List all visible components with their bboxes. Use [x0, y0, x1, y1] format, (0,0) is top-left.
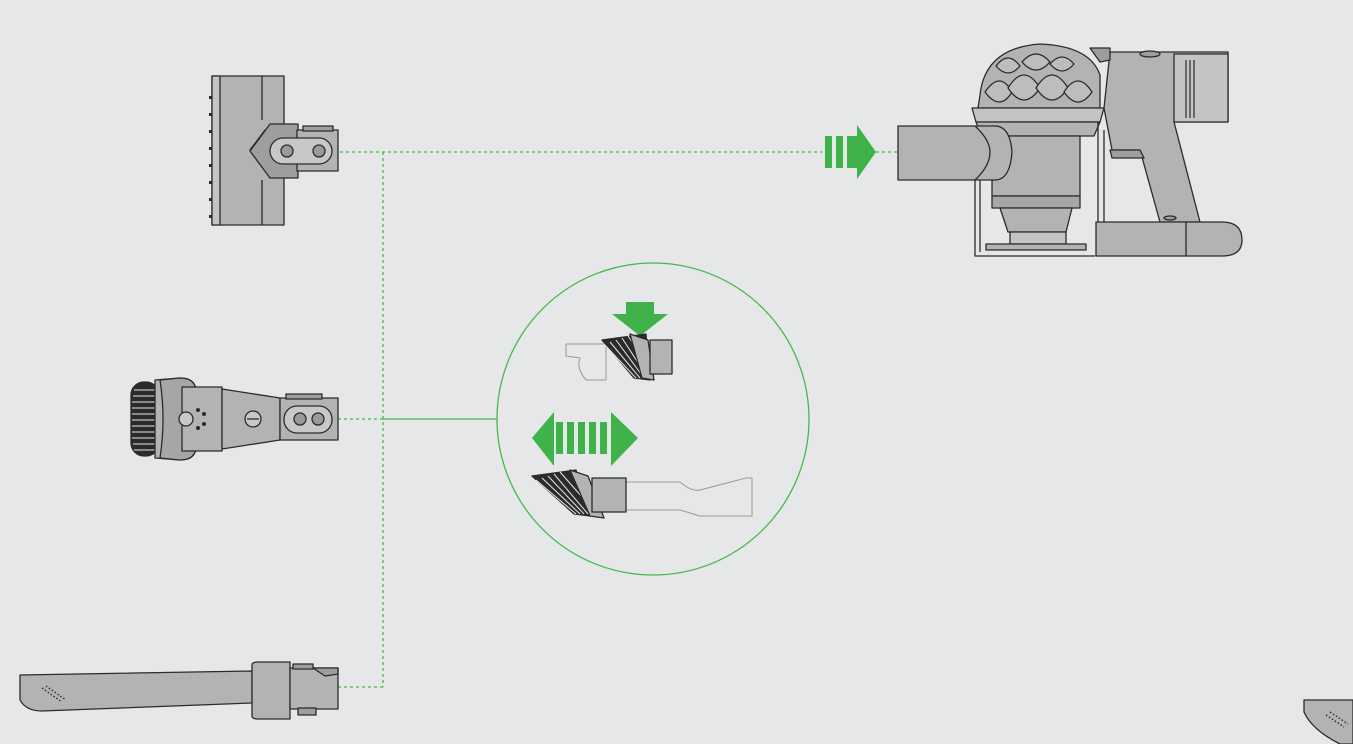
attach-arrow-icon [825, 125, 876, 179]
crevice-tool-icon [19, 661, 339, 720]
detail-callout-circle [496, 262, 810, 576]
brush-head-upper-icon [565, 333, 673, 381]
combination-tool-icon [130, 377, 339, 461]
brush-head-lower-icon [531, 469, 753, 519]
connector-lines [338, 151, 897, 688]
slide-double-arrow-icon [532, 412, 638, 466]
handheld-vacuum-icon [897, 43, 1243, 257]
motorised-tool-icon [209, 75, 339, 226]
press-down-arrow-icon [612, 302, 668, 336]
crevice-tool-partial-icon [1303, 699, 1353, 744]
